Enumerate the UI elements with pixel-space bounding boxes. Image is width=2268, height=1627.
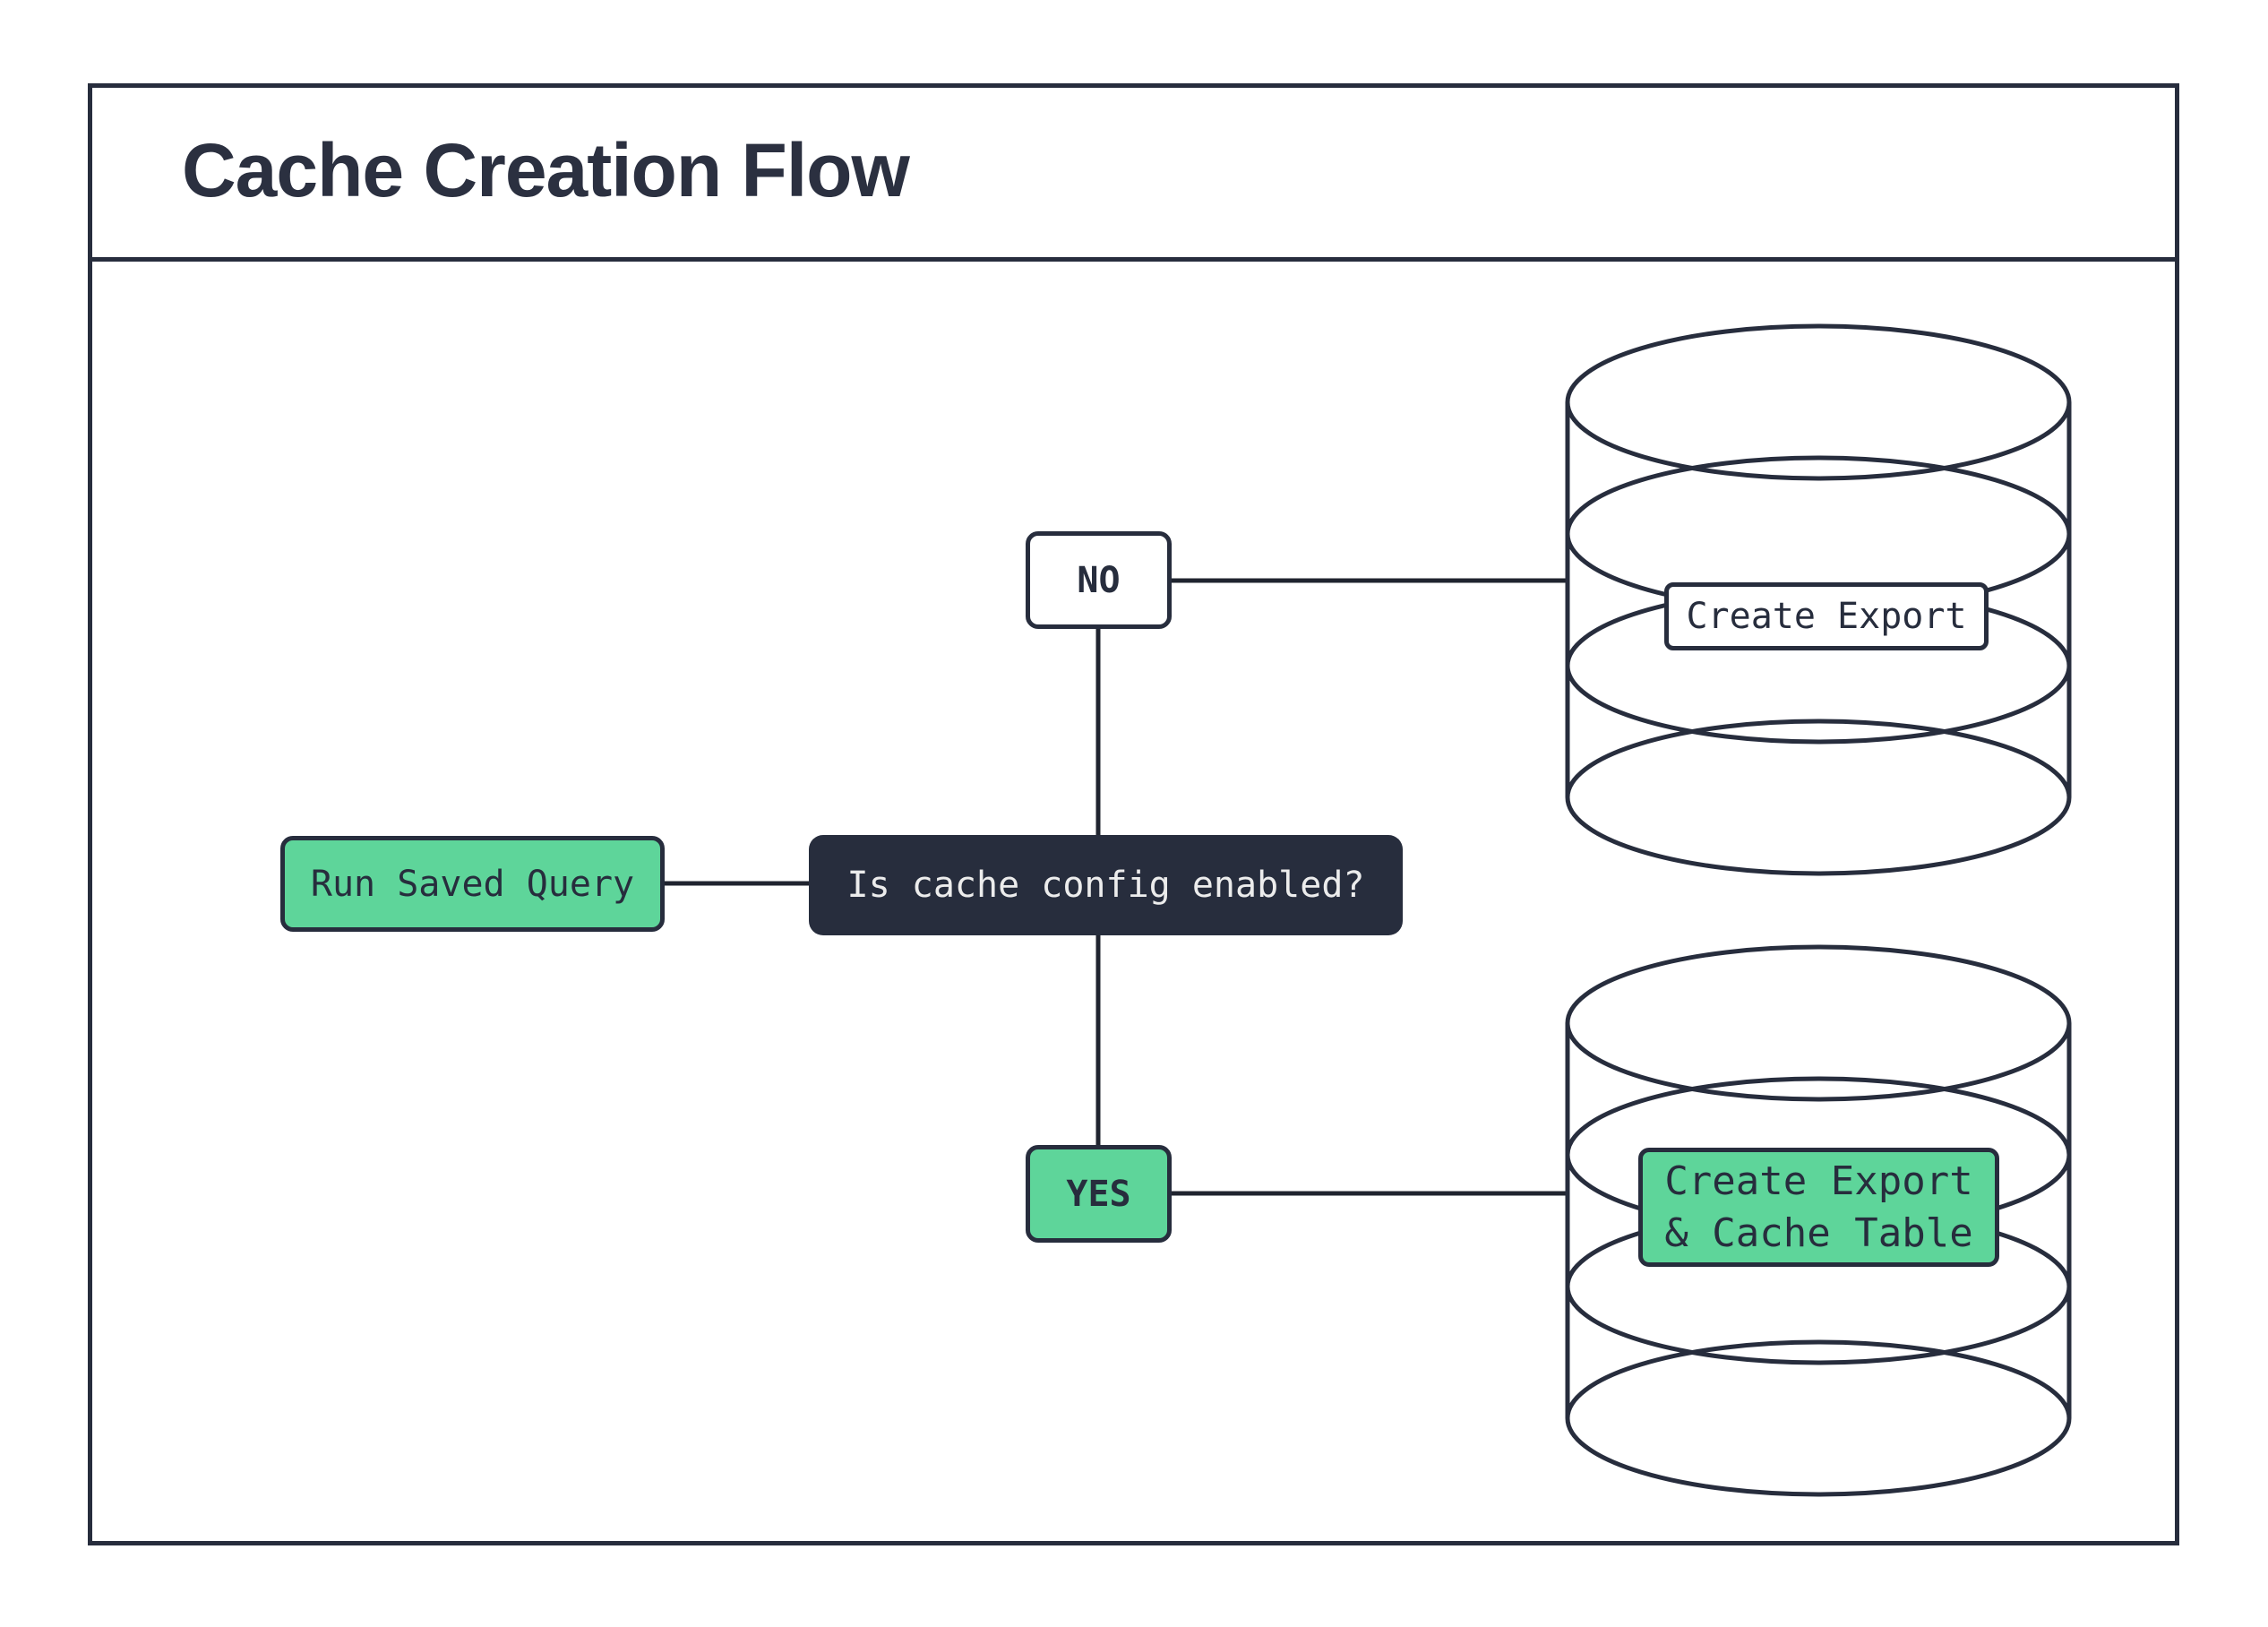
node-run-saved-query-label: Run Saved Query: [310, 863, 635, 905]
database-cylinder-export-cache-icon: [1565, 944, 2072, 1497]
node-create-export-cache-table: Create Export & Cache Table: [1638, 1148, 1999, 1267]
database-cylinder-export-icon: [1565, 323, 2072, 876]
connector-lines: [665, 578, 1568, 1196]
node-create-export: Create Export: [1664, 582, 1989, 650]
node-branch-yes-label: YES: [1066, 1173, 1131, 1215]
node-branch-yes: YES: [1026, 1145, 1172, 1243]
node-branch-no-label: NO: [1077, 559, 1121, 601]
node-create-export-cache-line2: & Cache Table: [1664, 1209, 1973, 1256]
node-cache-config-decision-label: Is cache config enabled?: [846, 865, 1365, 906]
node-create-export-label: Create Export: [1686, 596, 1967, 637]
node-branch-no: NO: [1026, 531, 1172, 629]
node-run-saved-query: Run Saved Query: [280, 836, 665, 932]
page-title: Cache Creation Flow: [182, 127, 910, 212]
title-bar: Cache Creation Flow: [88, 83, 2179, 262]
node-create-export-cache-line1: Create Export: [1664, 1158, 1973, 1205]
node-cache-config-decision: Is cache config enabled?: [809, 835, 1403, 935]
